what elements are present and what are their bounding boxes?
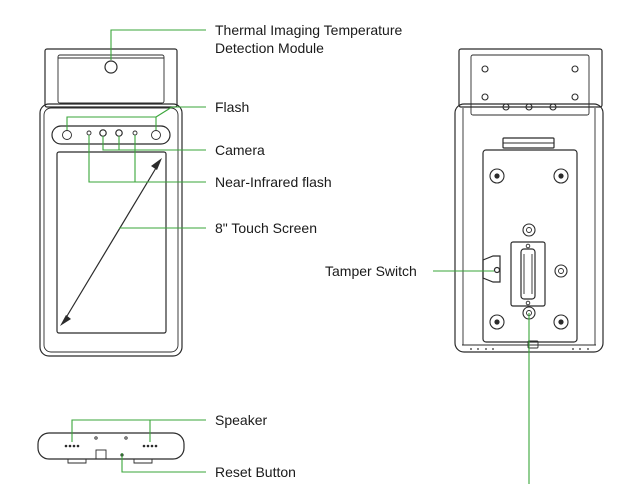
bottom-leaders xyxy=(71,419,206,473)
front-body xyxy=(39,103,183,357)
camera-lens-left xyxy=(99,129,107,137)
tamper-switch-housing xyxy=(482,255,501,283)
label-camera: Camera xyxy=(215,142,265,158)
tamper-switch-button xyxy=(493,266,501,274)
front-view xyxy=(39,48,183,357)
back-view xyxy=(454,48,604,353)
touch-screen xyxy=(56,151,167,334)
screen-arrow-head-bottom xyxy=(60,315,71,326)
bottom-view xyxy=(37,432,185,464)
near-infrared-led-left xyxy=(86,130,92,136)
near-infrared-led-right xyxy=(132,130,138,136)
back-mounting-plate xyxy=(482,149,578,343)
label-speaker: Speaker xyxy=(215,412,267,428)
back-bottom-dots xyxy=(470,348,589,350)
label-thermal-line1: Thermal Imaging Temperature xyxy=(215,22,402,38)
label-touch-screen: 8" Touch Screen xyxy=(215,220,317,236)
front-leaders xyxy=(66,29,206,229)
back-connector-frame xyxy=(510,241,546,307)
label-reset-button: Reset Button xyxy=(215,464,296,480)
mounting-screws xyxy=(489,168,569,330)
camera-lens-right xyxy=(115,129,123,137)
speaker-grille-left xyxy=(64,444,80,448)
label-tamper-switch: Tamper Switch xyxy=(325,263,417,279)
back-leaders xyxy=(433,270,530,484)
screen-arrow-head-top xyxy=(151,158,162,170)
label-near-infrared-flash: Near-Infrared flash xyxy=(215,174,332,190)
flash-led-left xyxy=(62,130,72,140)
labels: Thermal Imaging Temperature Detection Mo… xyxy=(215,22,417,480)
sensor-bar xyxy=(51,125,171,145)
thermal-lens xyxy=(104,60,118,74)
back-bracket-plate xyxy=(458,48,603,108)
label-flash: Flash xyxy=(215,99,249,115)
label-thermal-line2: Detection Module xyxy=(215,40,324,56)
speaker-grille-right xyxy=(142,444,158,448)
back-connector xyxy=(520,248,536,300)
thermal-module-panel xyxy=(57,54,165,104)
flash-led-right xyxy=(151,130,161,140)
bottom-body xyxy=(37,432,185,460)
